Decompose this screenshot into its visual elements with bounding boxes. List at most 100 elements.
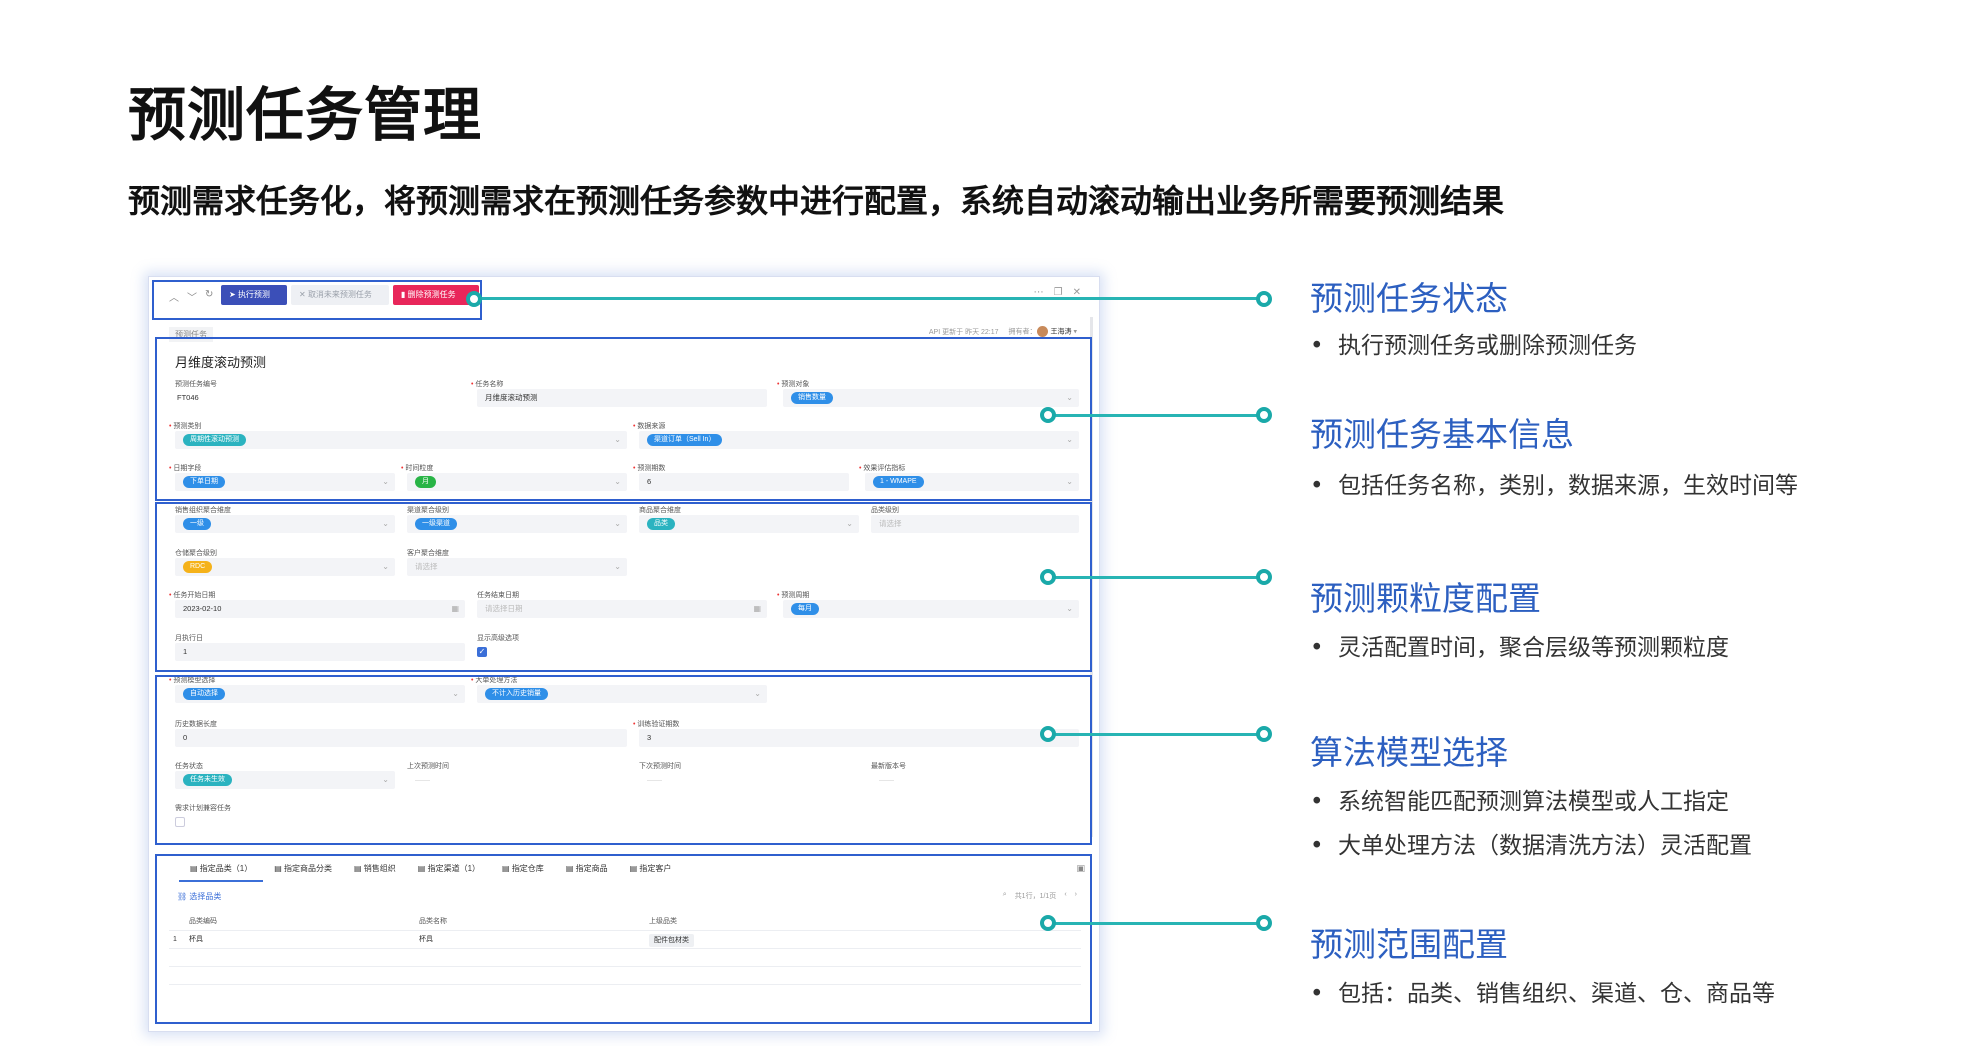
highlight-granularity bbox=[155, 502, 1092, 672]
granularity-label: • 时间粒度 bbox=[401, 465, 434, 472]
version-value: —— bbox=[871, 771, 1079, 789]
list-icon: ▤ bbox=[417, 864, 428, 873]
channel-label: 渠道聚合级别 bbox=[407, 507, 449, 514]
connector-line bbox=[1048, 414, 1264, 417]
search-icon[interactable]: ⌕ bbox=[1002, 891, 1007, 898]
slide-subtitle: 预测需求任务化，将预测需求在预测任务参数中进行配置，系统自动滚动输出业务所需要预… bbox=[128, 182, 1505, 220]
channel-select[interactable]: 一级渠道⌄ bbox=[407, 515, 627, 533]
delete-task-button[interactable]: ▮ 删除预测任务 bbox=[393, 285, 479, 305]
select-category-button[interactable]: ⛓ 选择品类 bbox=[177, 892, 222, 901]
pager: ⌕ 共1行，1/1页 ‹ › bbox=[1002, 891, 1077, 900]
target-select[interactable]: 销售数量⌄ bbox=[783, 389, 1079, 407]
status-select[interactable]: 任务未生效⌄ bbox=[175, 771, 395, 789]
connector-dot bbox=[1256, 726, 1272, 742]
calendar-icon: ▦ bbox=[451, 604, 459, 613]
nav-controls: ︿ ﹀ ↻ bbox=[169, 289, 213, 304]
chevron-down-icon: ⌄ bbox=[846, 519, 853, 528]
list-icon: ▤ bbox=[274, 864, 285, 873]
customer-select[interactable]: 请选择⌄ bbox=[407, 558, 627, 576]
date-field-select[interactable]: 下单日期⌄ bbox=[175, 473, 395, 491]
close-window-icon[interactable]: ✕ bbox=[1072, 287, 1081, 298]
validation-label: • 训练验证期数 bbox=[633, 721, 680, 728]
highlight-basic-info bbox=[155, 337, 1092, 501]
demand-plan-checkbox[interactable] bbox=[175, 817, 185, 827]
range-tabs: ▤ 指定品类（1） ▤ 指定商品分类 ▤ 销售组织 ▤ 指定渠道（1） ▤ 指定… bbox=[179, 857, 682, 882]
sales-org-label: 销售组织聚合维度 bbox=[175, 507, 231, 514]
month-day-label: 月执行日 bbox=[175, 635, 203, 642]
big-order-label: • 大单处理方法 bbox=[471, 677, 518, 684]
cycle-select[interactable]: 每月⌄ bbox=[783, 600, 1079, 618]
tab-product[interactable]: ▤ 指定商品 bbox=[565, 864, 608, 873]
annotation-item: •大单处理方法（数据清洗方法）灵活配置 bbox=[1310, 833, 1752, 859]
table-row bbox=[169, 949, 1081, 967]
chevron-down-icon: ⌄ bbox=[1066, 435, 1073, 444]
start-date-input[interactable]: 2023-02-10▦ bbox=[175, 600, 465, 618]
prev-page-icon[interactable]: ‹ bbox=[1064, 891, 1067, 898]
product-dim-label: 商品聚合维度 bbox=[639, 507, 681, 514]
cancel-future-tasks-button[interactable]: ✕ 取消未来预测任务 bbox=[291, 285, 389, 305]
chevron-down-icon: ⌄ bbox=[382, 519, 389, 528]
refresh-icon[interactable]: ↻ bbox=[205, 289, 214, 300]
form-title: 月维度滚动预测 bbox=[175, 355, 267, 370]
table-row bbox=[169, 967, 1081, 985]
month-day-input[interactable]: 1 bbox=[175, 643, 465, 661]
history-input[interactable]: 0 bbox=[175, 729, 627, 747]
table-row[interactable]: 1 杯具 杯具 配件包材类 bbox=[169, 931, 1081, 949]
more-icon[interactable]: ⋯ bbox=[1033, 287, 1044, 298]
warehouse-select[interactable]: RDC⌄ bbox=[175, 558, 395, 576]
product-dim-select[interactable]: 品类⌄ bbox=[639, 515, 859, 533]
restore-icon[interactable]: ❐ bbox=[1053, 287, 1063, 298]
link-icon: ⛓ bbox=[177, 892, 190, 901]
next-run-label: 下次预测时间 bbox=[639, 763, 681, 770]
granularity-select[interactable]: 月⌄ bbox=[407, 473, 627, 491]
run-forecast-button[interactable]: ➤ 执行预测 bbox=[221, 285, 287, 305]
chevron-down-icon: ⌄ bbox=[1066, 477, 1073, 486]
tab-sales-org[interactable]: ▤ 销售组织 bbox=[354, 864, 396, 873]
big-order-select[interactable]: 不计入历史销量⌄ bbox=[477, 685, 767, 703]
end-date-input[interactable]: 请选择日期▦ bbox=[477, 600, 767, 618]
connector-line bbox=[1048, 576, 1264, 579]
chevron-down-icon: ⌄ bbox=[382, 477, 389, 486]
chevron-down-icon: ⌄ bbox=[382, 562, 389, 571]
next-page-icon[interactable]: › bbox=[1074, 891, 1077, 898]
chevron-down-icon: ⌄ bbox=[614, 519, 621, 528]
advanced-label: 显示高级选项 bbox=[477, 635, 519, 642]
chevron-down-icon: ⌄ bbox=[452, 689, 459, 698]
chevron-up-icon[interactable]: ︿ bbox=[169, 293, 179, 304]
panel-icon[interactable]: ▣ bbox=[1076, 863, 1085, 873]
tab-warehouse[interactable]: ▤ 指定仓库 bbox=[502, 864, 544, 873]
tab-product-class[interactable]: ▤ 指定商品分类 bbox=[274, 864, 333, 873]
slide-title: 预测任务管理 bbox=[128, 81, 483, 149]
connector-dot bbox=[1040, 569, 1056, 585]
model-select[interactable]: 自动选择⌄ bbox=[175, 685, 465, 703]
category-select[interactable]: 周期性滚动预测⌄ bbox=[175, 431, 627, 449]
periods-input[interactable]: 6 bbox=[639, 473, 849, 491]
task-name-input[interactable]: 月维度滚动预测 bbox=[477, 389, 767, 407]
source-select[interactable]: 渠道订单（Sell In）⌄ bbox=[639, 431, 1079, 449]
sales-org-select[interactable]: 一级⌄ bbox=[175, 515, 395, 533]
record-meta: API 更新于 昨天 22:17 拥有者：王海涛 ▾ bbox=[929, 326, 1077, 337]
tab-customer[interactable]: ▤ 指定客户 bbox=[629, 864, 672, 873]
category-table: 品类编码 品类名称 上级品类 1 杯具 杯具 配件包材类 bbox=[169, 913, 1081, 985]
history-label: 历史数据长度 bbox=[175, 721, 217, 728]
owner[interactable]: 拥有者：王海涛 ▾ bbox=[1009, 326, 1077, 337]
highlight-task-status bbox=[152, 280, 482, 320]
advanced-checkbox[interactable]: ✓ bbox=[477, 647, 487, 657]
validation-input[interactable]: 3 bbox=[639, 729, 1079, 747]
annotation-title-range: 预测范围配置 bbox=[1310, 925, 1508, 964]
metric-select[interactable]: 1 - WMAPE⌄ bbox=[865, 473, 1079, 491]
annotation-item: •系统智能匹配预测算法模型或人工指定 bbox=[1310, 789, 1729, 815]
tab-channel[interactable]: ▤ 指定渠道（1） bbox=[417, 864, 481, 873]
play-icon: ➤ bbox=[229, 290, 238, 299]
chevron-down-icon: ⌄ bbox=[1066, 604, 1073, 613]
chevron-down-icon: ⌄ bbox=[382, 775, 389, 784]
connector-dot bbox=[1256, 915, 1272, 931]
connector-dot bbox=[1256, 569, 1272, 585]
cat-level-select[interactable]: 请选择 bbox=[871, 515, 1079, 533]
list-icon: ▤ bbox=[565, 864, 576, 873]
chevron-down-icon[interactable]: ﹀ bbox=[187, 293, 197, 304]
annotation-title-basic-info: 预测任务基本信息 bbox=[1310, 415, 1574, 454]
tab-category[interactable]: ▤ 指定品类（1） bbox=[179, 857, 264, 882]
chevron-down-icon: ⌄ bbox=[1066, 393, 1073, 402]
target-label: • 预测对象 bbox=[777, 381, 810, 388]
